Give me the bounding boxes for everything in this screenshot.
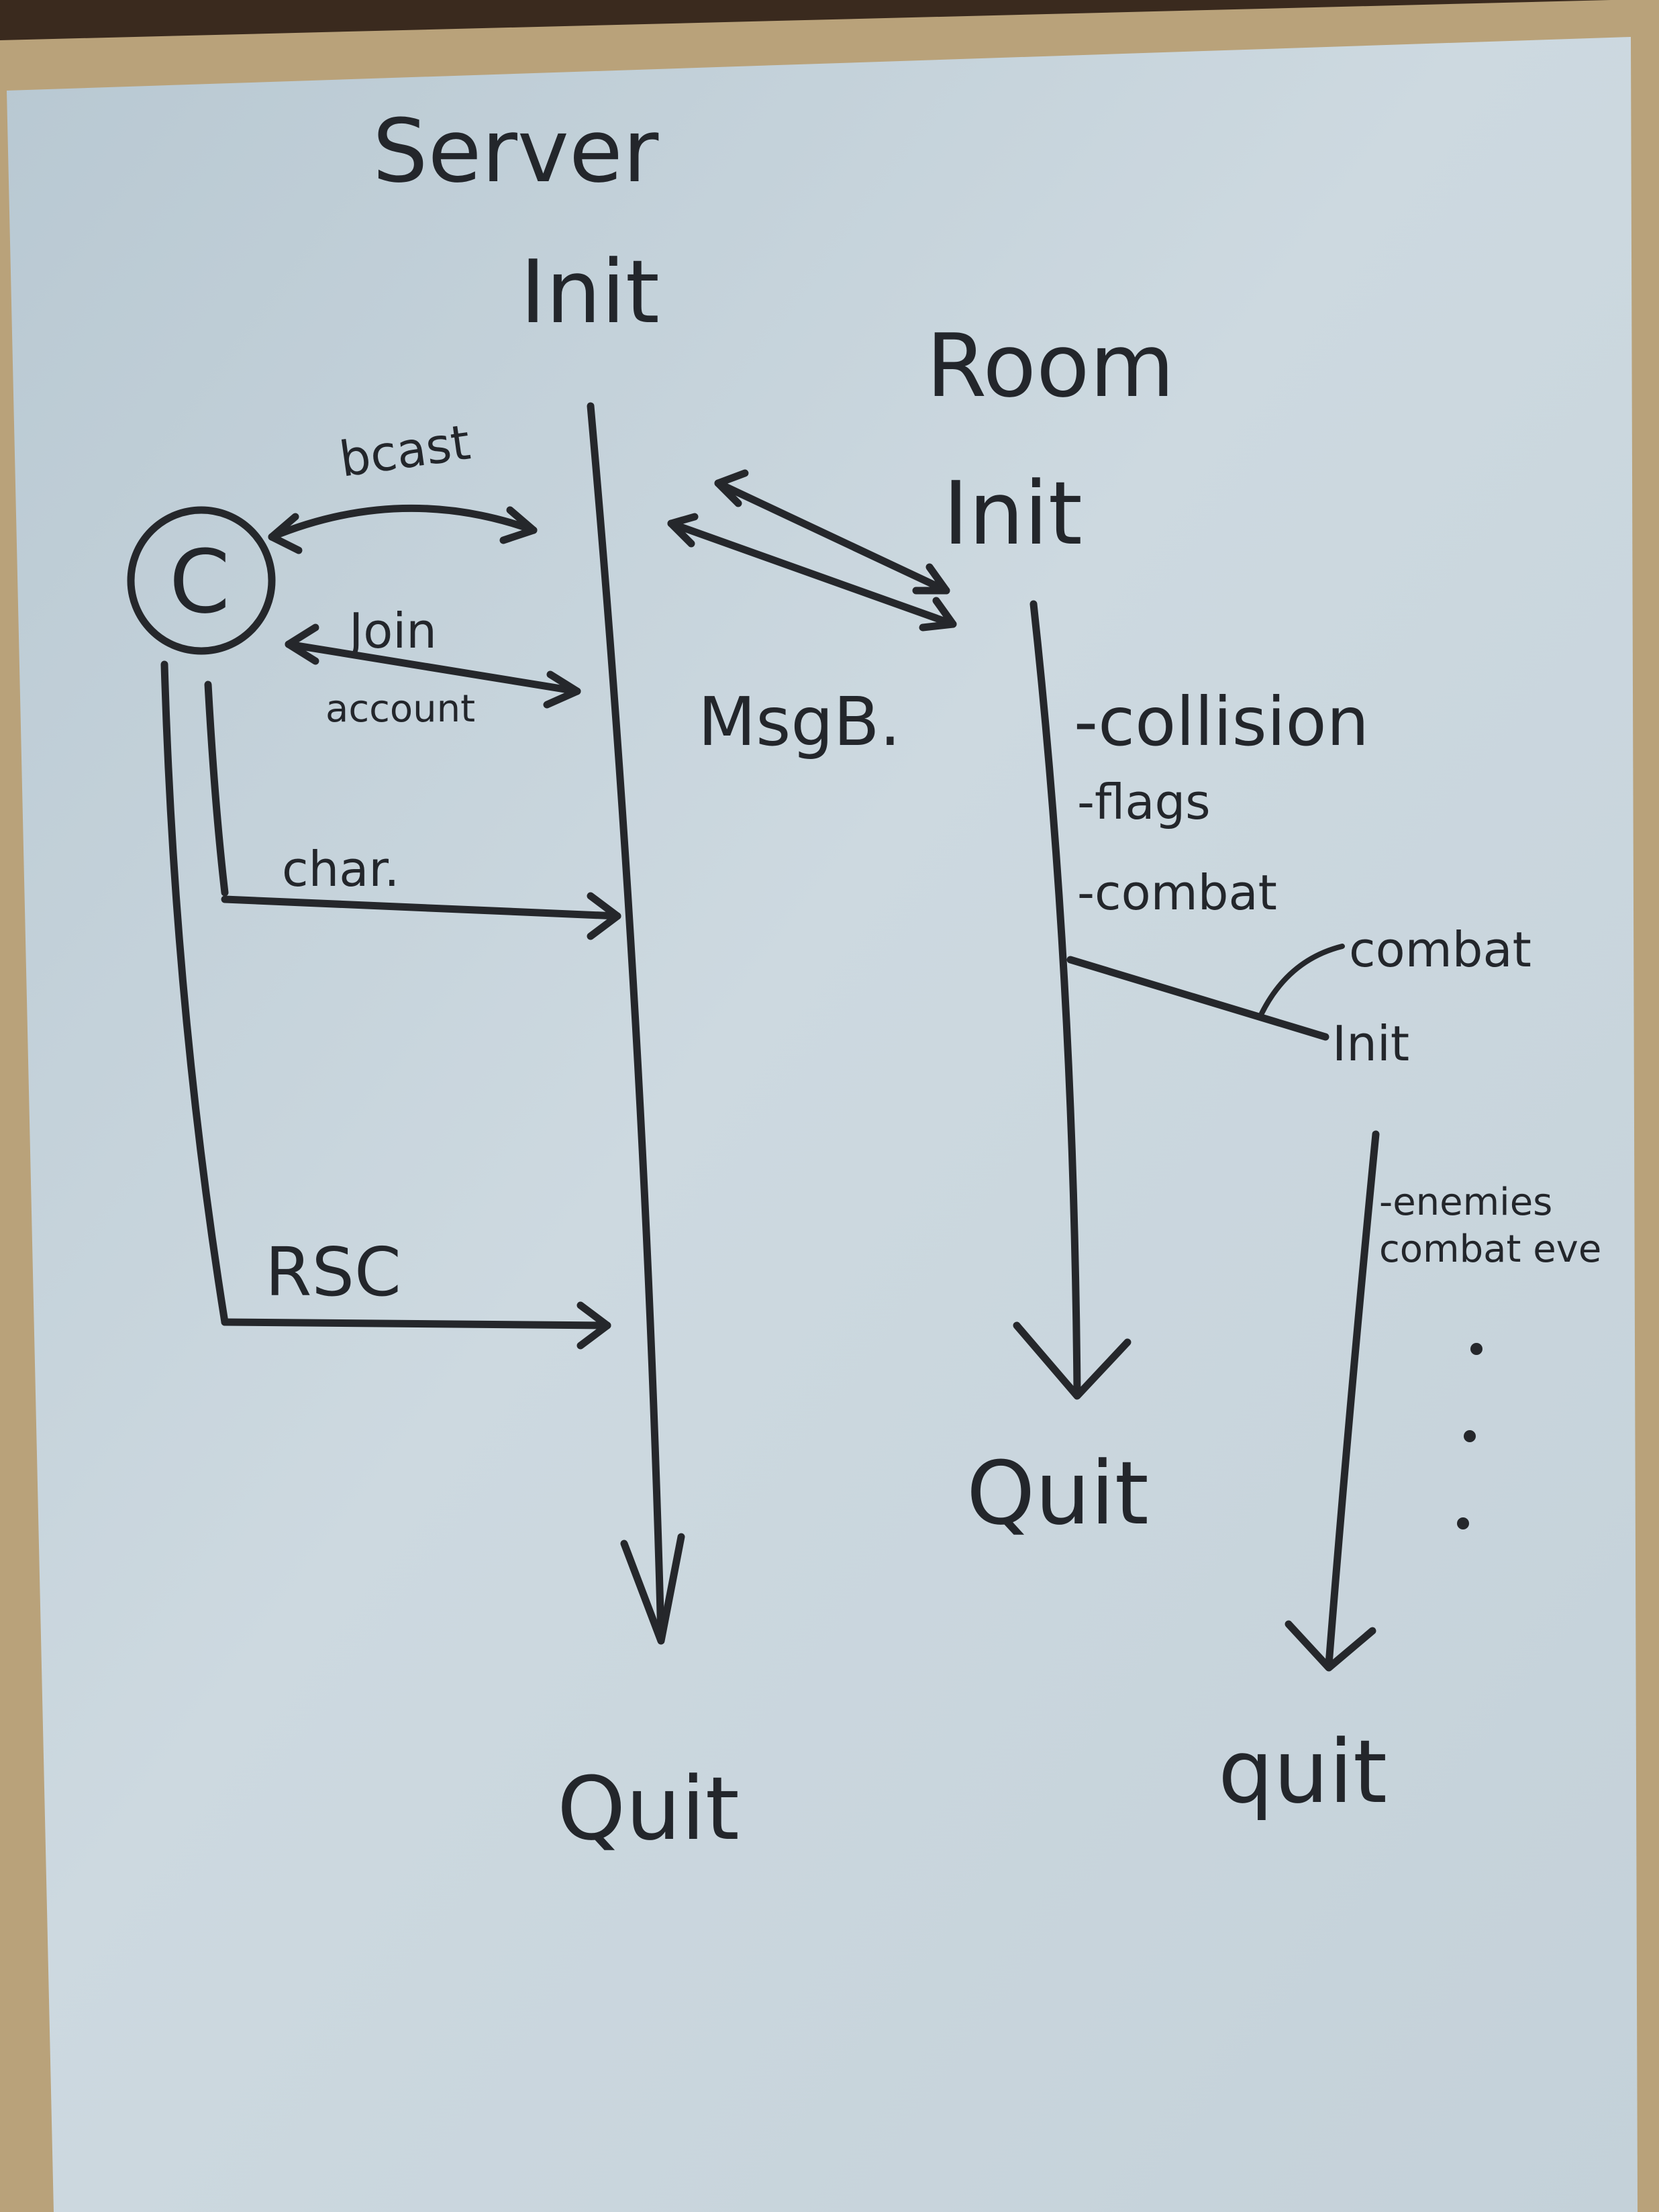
join-arrowhead-right	[543, 670, 581, 709]
server-timeline-arrowhead	[620, 1533, 685, 1645]
join-arrowhead-left	[285, 623, 319, 665]
server-title: Server	[372, 100, 659, 202]
ellipsis-dot-2	[1464, 1430, 1476, 1442]
ellipsis-dot-1	[1470, 1343, 1482, 1355]
msgb-arrowhead-lower-left	[667, 513, 699, 548]
combat-quit: quit	[1218, 1721, 1387, 1823]
client-symbol: C	[169, 531, 230, 633]
bcast-arrowhead-right	[499, 506, 538, 544]
combat-timeline-arrowhead	[1285, 1620, 1376, 1672]
message-join: Join	[346, 603, 437, 659]
client-circle	[127, 506, 276, 655]
msgb-arrowhead-lower-right	[919, 597, 957, 632]
msgb-arrow-upper	[714, 479, 950, 595]
rsc-arrowhead	[576, 1301, 611, 1350]
combat-init: Init	[1332, 1015, 1409, 1072]
rsc-arrow	[221, 1318, 611, 1329]
combat-label-leader	[1259, 944, 1345, 1016]
room-timeline-arrowhead	[1013, 1321, 1132, 1400]
combat-branch-line	[1066, 956, 1329, 1041]
char-arrow	[221, 895, 621, 920]
client-lifeline-outer	[160, 660, 229, 1326]
message-account: account	[325, 687, 475, 731]
message-msgb: MsgB.	[698, 683, 901, 761]
server-quit: Quit	[557, 1758, 740, 1860]
bcast-arrow	[268, 504, 538, 541]
server-init: Init	[520, 241, 660, 343]
room-subsystem-collision: -collision	[1074, 683, 1369, 761]
combat-label: combat	[1349, 921, 1531, 978]
message-rsc: RSC	[265, 1233, 401, 1311]
combat-timeline	[1325, 1130, 1380, 1668]
join-arrow	[285, 640, 581, 695]
msgb-arrow-lower	[667, 519, 957, 628]
board-surface	[7, 37, 1638, 2212]
room-title: Room	[926, 315, 1174, 417]
room-timeline	[1029, 600, 1081, 1397]
ellipsis-dot-3	[1457, 1517, 1469, 1529]
server-timeline	[587, 402, 665, 1642]
combat-item-events: combat eve	[1379, 1227, 1601, 1271]
room-init: Init	[943, 462, 1083, 564]
message-char: char.	[282, 841, 399, 897]
room-quit: Quit	[966, 1442, 1149, 1544]
room-subsystem-flags: -flags	[1077, 774, 1211, 830]
room-subsystem-combat: -combat	[1077, 864, 1277, 921]
char-arrowhead	[587, 892, 621, 940]
bcast-arrowhead-left	[268, 513, 303, 554]
client-lifeline-inner	[204, 681, 229, 897]
msgb-arrowhead-upper-right	[912, 563, 950, 595]
msgb-arrowhead-upper-left	[714, 469, 749, 507]
combat-item-enemies: -enemies	[1379, 1180, 1552, 1224]
